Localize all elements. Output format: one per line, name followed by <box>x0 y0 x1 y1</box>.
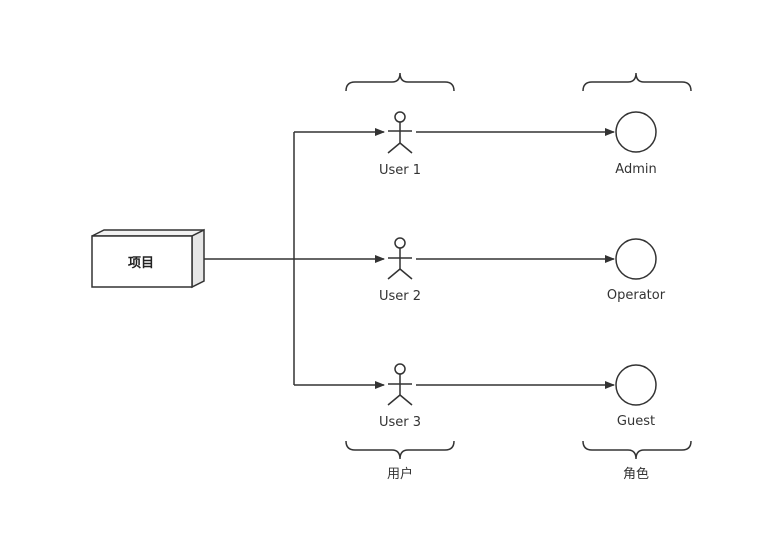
roles-bottom-brace <box>582 440 692 460</box>
actor-head <box>394 237 406 249</box>
roles-group-caption: 角色 <box>623 466 649 482</box>
roles-top-brace <box>582 72 692 92</box>
user-label-1: User 1 <box>379 163 421 178</box>
users-top-brace <box>345 72 455 92</box>
actor-right-leg <box>399 142 413 154</box>
users-group-caption: 用户 <box>387 466 413 482</box>
users-bottom-brace <box>345 440 455 460</box>
user-role-connectors <box>416 128 615 389</box>
project-box-top <box>91 229 205 237</box>
role-circle <box>615 238 657 280</box>
user-node-3[interactable]: User 3 <box>379 363 421 430</box>
role-node-operator[interactable]: Operator <box>607 238 666 303</box>
user-node-1[interactable]: User 1 <box>379 111 421 178</box>
user-label-2: User 2 <box>379 289 421 304</box>
actor-left-leg <box>387 268 401 280</box>
role-node-guest[interactable]: Guest <box>615 364 657 429</box>
actor-right-leg <box>399 394 413 406</box>
project-connectors <box>204 128 385 389</box>
project-label: 项目 <box>128 256 154 271</box>
user-node-2[interactable]: User 2 <box>379 237 421 304</box>
role-circle <box>615 364 657 406</box>
project-box-front <box>91 235 193 288</box>
actor-right-leg <box>399 268 413 280</box>
project-box-side <box>191 228 205 289</box>
actor-left-leg <box>387 142 401 154</box>
actor-head <box>394 111 406 123</box>
project-node[interactable]: 项目 <box>91 228 205 289</box>
actor-left-leg <box>387 394 401 406</box>
actor-head <box>394 363 406 375</box>
role-label-guest: Guest <box>617 414 655 429</box>
role-label-admin: Admin <box>615 162 656 177</box>
user-label-3: User 3 <box>379 415 421 430</box>
role-circle <box>615 111 657 153</box>
role-node-admin[interactable]: Admin <box>615 111 657 177</box>
role-label-operator: Operator <box>607 288 666 303</box>
